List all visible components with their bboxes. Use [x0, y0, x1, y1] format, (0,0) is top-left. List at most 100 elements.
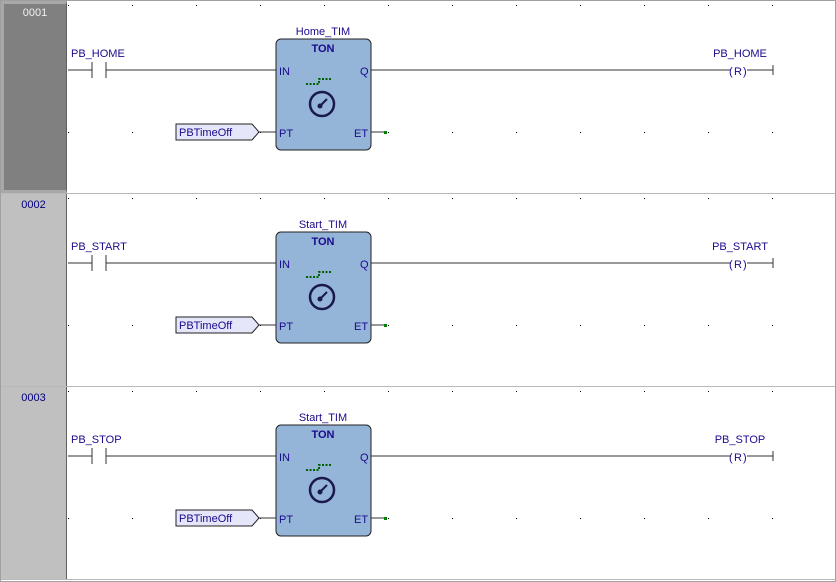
- timer-dial-icon: [308, 283, 336, 311]
- rung-number-cell[interactable]: 0002: [1, 194, 67, 386]
- pin-q: Q: [360, 452, 369, 464]
- coil-label: PB_STOP: [715, 434, 766, 446]
- grid-dot: [516, 5, 517, 6]
- rung-number: 0003: [21, 392, 46, 404]
- pt-input-tag[interactable]: PBTimeOff: [175, 316, 276, 334]
- grid-dot: [644, 325, 645, 326]
- grid-dot: [708, 391, 709, 392]
- block-type: TON: [311, 429, 334, 441]
- rung-number-cell[interactable]: 0003: [1, 387, 67, 579]
- grid-dot: [132, 132, 133, 133]
- svg-text:): ): [743, 259, 747, 271]
- pt-input-tag[interactable]: PBTimeOff: [175, 123, 276, 141]
- grid-dot: [580, 198, 581, 199]
- pulse-icon: [306, 271, 332, 278]
- grid-dot: [132, 325, 133, 326]
- grid-dot: [580, 391, 581, 392]
- contact[interactable]: [68, 255, 276, 271]
- et-output: [371, 324, 387, 327]
- pin-et: ET: [354, 128, 368, 140]
- grid-dot: [452, 518, 453, 519]
- pin-q: Q: [360, 259, 369, 271]
- grid-dot: [452, 198, 453, 199]
- grid-dots: [68, 5, 773, 133]
- grid-dot: [452, 132, 453, 133]
- grid-dot: [516, 132, 517, 133]
- grid-dot: [324, 198, 325, 199]
- rung-number: 0002: [21, 199, 46, 211]
- rung[interactable]: 0003 PB_STOP Start_TIM TON IN Q PT ET PB…: [1, 387, 835, 580]
- rung-number-cell[interactable]: 0001: [1, 1, 67, 193]
- instance-name[interactable]: Start_TIM: [299, 219, 347, 231]
- instance-name[interactable]: Start_TIM: [299, 412, 347, 424]
- reset-coil[interactable]: ( R ): [729, 258, 774, 271]
- rung[interactable]: 0002 PB_START Start_TIM TON IN Q PT ET P…: [1, 194, 835, 387]
- grid-dot: [580, 132, 581, 133]
- grid-dot: [68, 5, 69, 6]
- reset-coil[interactable]: ( R ): [729, 65, 774, 78]
- pt-value: PBTimeOff: [179, 320, 233, 332]
- grid-dot: [772, 325, 773, 326]
- grid-dot: [388, 132, 389, 133]
- svg-text:(: (: [729, 66, 733, 78]
- grid-dot: [580, 5, 581, 6]
- contact[interactable]: [68, 448, 276, 464]
- pulse-icon: [306, 464, 332, 471]
- pt-input-tag[interactable]: PBTimeOff: [175, 509, 276, 527]
- grid-dot: [388, 325, 389, 326]
- grid-dot: [772, 391, 773, 392]
- grid-dot: [644, 391, 645, 392]
- grid-dot: [580, 518, 581, 519]
- grid-dot: [388, 198, 389, 199]
- grid-dot: [388, 518, 389, 519]
- pt-value: PBTimeOff: [179, 513, 233, 525]
- grid-dot: [388, 391, 389, 392]
- grid-dot: [708, 325, 709, 326]
- pin-pt: PT: [279, 128, 293, 140]
- reset-coil[interactable]: ( R ): [729, 451, 774, 464]
- pt-value: PBTimeOff: [179, 127, 233, 139]
- grid-dot: [260, 198, 261, 199]
- pin-q: Q: [360, 66, 369, 78]
- ton-block[interactable]: TON IN Q PT ET: [275, 424, 372, 537]
- grid-dot: [452, 391, 453, 392]
- rung[interactable]: 0001 PB_HOME Home_TIM TON IN Q PT ET PBT…: [1, 1, 835, 194]
- rung-diagram: PB_STOP Start_TIM TON IN Q PT ET PBTimeO…: [68, 391, 774, 537]
- svg-text:(: (: [729, 259, 733, 271]
- grid-dot: [196, 198, 197, 199]
- ton-block[interactable]: TON IN Q PT ET: [275, 38, 372, 151]
- grid-dot: [260, 5, 261, 6]
- pin-pt: PT: [279, 321, 293, 333]
- grid-dot: [132, 518, 133, 519]
- contact-label: PB_STOP: [71, 434, 122, 446]
- svg-text:): ): [743, 452, 747, 464]
- pin-et: ET: [354, 321, 368, 333]
- grid-dot: [516, 518, 517, 519]
- pin-et: ET: [354, 514, 368, 526]
- rung-diagram: PB_HOME Home_TIM TON IN Q PT ET PBTimeOf…: [68, 5, 774, 151]
- grid-dot: [708, 518, 709, 519]
- contact[interactable]: [68, 62, 276, 78]
- coil-label: PB_START: [712, 241, 768, 253]
- grid-dot: [644, 5, 645, 6]
- grid-dots: [68, 391, 773, 519]
- grid-dot: [132, 198, 133, 199]
- timer-dial-icon: [308, 476, 336, 504]
- svg-text:(: (: [729, 452, 733, 464]
- block-type: TON: [311, 236, 334, 248]
- grid-dot: [772, 518, 773, 519]
- grid-dot: [772, 132, 773, 133]
- grid-dot: [324, 391, 325, 392]
- contact-label: PB_HOME: [71, 48, 125, 60]
- grid-dot: [644, 518, 645, 519]
- coil-type: R: [734, 66, 742, 78]
- et-output: [371, 131, 387, 134]
- grid-dot: [580, 325, 581, 326]
- et-output: [371, 517, 387, 520]
- pin-in: IN: [279, 452, 290, 464]
- grid-dot: [196, 5, 197, 6]
- ton-block[interactable]: TON IN Q PT ET: [275, 231, 372, 344]
- instance-name[interactable]: Home_TIM: [296, 26, 350, 38]
- timer-dial-icon: [308, 90, 336, 118]
